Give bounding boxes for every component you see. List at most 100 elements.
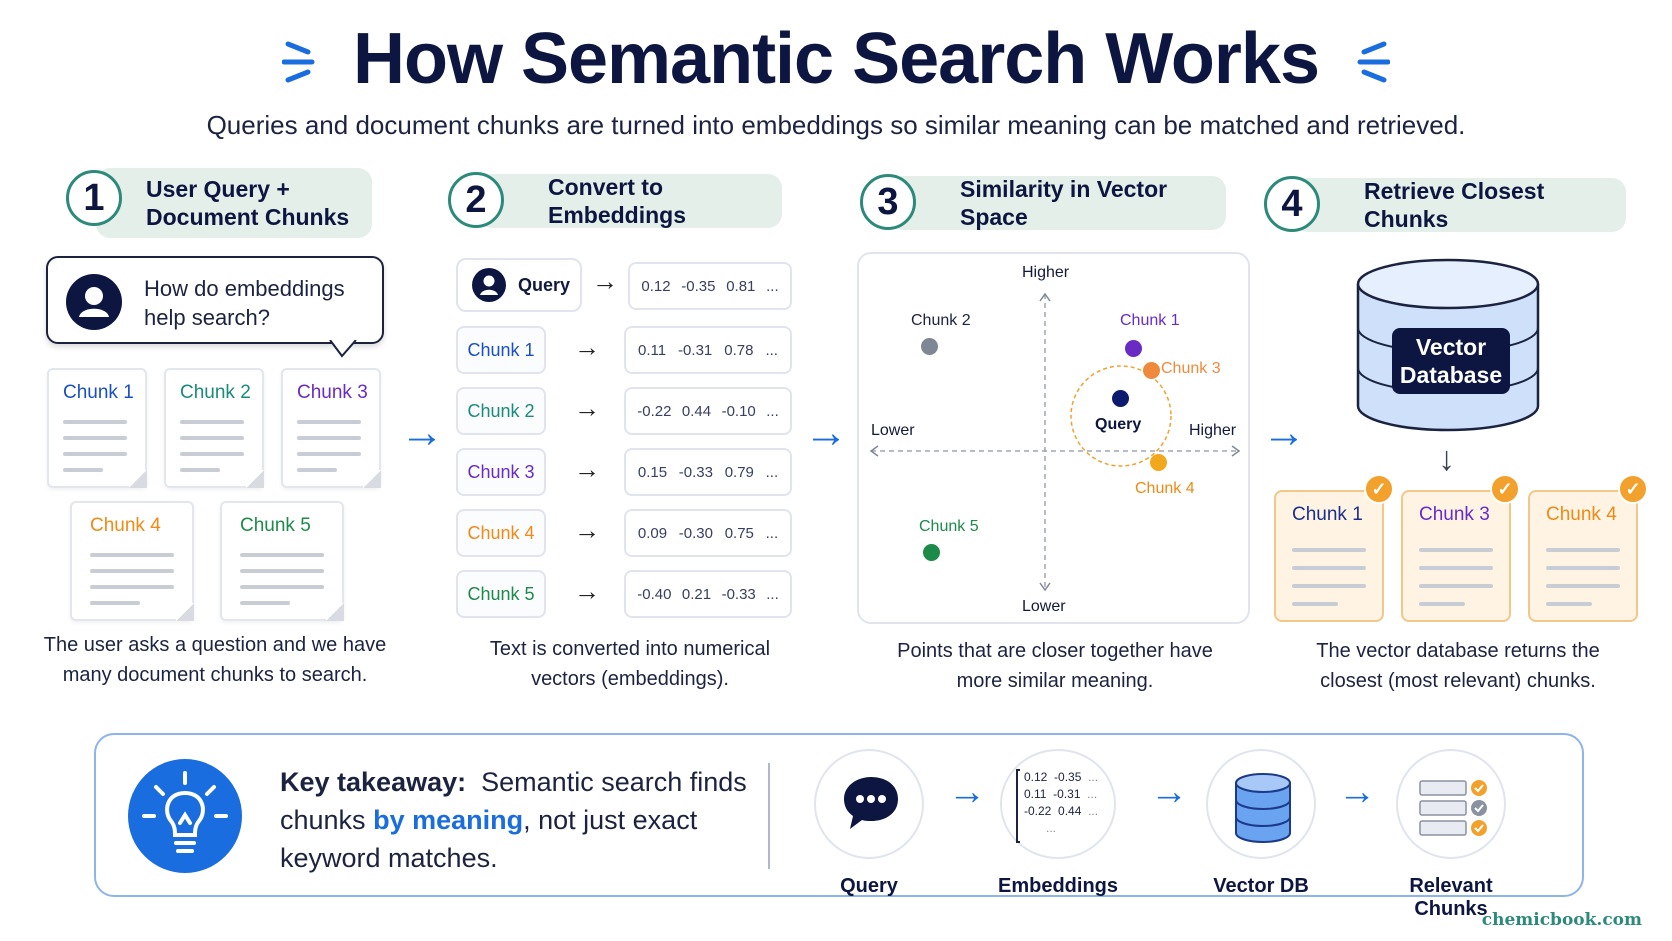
user-avatar-icon <box>472 268 506 302</box>
flow-relevant-label: Relevant Chunks <box>1409 875 1493 920</box>
query-text-line2: help search? <box>144 305 270 330</box>
flow-embeddings-circle: 0.12 -0.35 ... 0.11 -0.31 ... -0.22 0.44… <box>1000 749 1116 859</box>
query-bubble: How do embeddings help search? <box>46 256 384 344</box>
retrieved-chunk-1: Chunk 1 <box>1274 490 1384 622</box>
flow-vectordb-circle <box>1206 749 1316 859</box>
point-chunk-3 <box>1143 362 1160 379</box>
retrieved-chunk-label: Chunk 3 <box>1419 504 1490 525</box>
right-decoration-icon <box>1357 41 1390 83</box>
embed-chunk-1: Chunk 1 <box>456 326 546 374</box>
arrow-icon: → <box>574 332 600 362</box>
takeaway-highlight: by meaning <box>373 805 524 835</box>
point-label-chunk-1: Chunk 1 <box>1120 312 1180 329</box>
arrow-right-icon: → <box>1262 408 1306 457</box>
watermark-text: chemicbook.com <box>1481 910 1642 930</box>
chunk-doc-3: Chunk 3 <box>281 368 381 488</box>
step-4-title: Retrieve Closest Chunks <box>1364 178 1545 232</box>
flow-embeddings-label: Embeddings <box>997 875 1118 897</box>
arrow-icon: → <box>574 515 600 545</box>
step-4-number: 4 <box>1264 176 1320 232</box>
x-axis-left-label: Lower <box>871 422 915 439</box>
takeaway-heading: Key takeaway: <box>280 767 467 797</box>
point-label-chunk-5: Chunk 5 <box>919 518 979 535</box>
key-takeaway-panel: Key takeaway: Semantic search finds chun… <box>94 733 1584 920</box>
arrow-down-icon: ↓ <box>1438 440 1455 478</box>
lightbulb-icon <box>128 759 242 873</box>
step-2-title: Convert to Embeddings <box>548 174 687 228</box>
step-3-header: Similarity in Vector Space <box>890 176 1226 230</box>
step-4-header: Retrieve Closest Chunks <box>1294 178 1626 232</box>
check-icon: ✓ <box>1618 474 1648 504</box>
retrieved-chunk-3: Chunk 3 <box>1401 490 1511 622</box>
check-icon: ✓ <box>1364 474 1394 504</box>
arrow-icon: → <box>592 266 618 296</box>
step-3-title: Similarity in Vector Space <box>960 176 1168 230</box>
x-axis-right-label: Higher <box>1189 422 1237 439</box>
arrow-right-icon: → <box>400 408 444 457</box>
point-chunk-4 <box>1150 454 1167 471</box>
mini-vectors: 0.12 -0.35 ... 0.11 -0.31 ... -0.22 0.44… <box>1024 770 1099 835</box>
point-chunk-1 <box>1125 340 1142 357</box>
check-icon: ✓ <box>1490 474 1520 504</box>
flow-vectordb-label: Vector DB <box>1213 875 1309 897</box>
page-title: How Semantic Search Works <box>352 19 1320 99</box>
chunk-doc-label: Chunk 1 <box>63 382 134 403</box>
bubble-tail <box>329 340 357 358</box>
point-query <box>1112 390 1129 407</box>
chunk-doc-2: Chunk 2 <box>164 368 264 488</box>
step-2-header: Convert to Embeddings <box>478 174 782 228</box>
retrieved-chunk-label: Chunk 1 <box>1292 504 1363 525</box>
arrow-right-icon: → <box>1338 771 1376 813</box>
embed-chunk-4: Chunk 4 <box>456 509 546 557</box>
y-axis-top-label: Higher <box>1022 264 1070 281</box>
flow-query-circle <box>814 749 924 859</box>
embed-chunk-5: Chunk 5 <box>456 570 546 618</box>
retrieved-chunk-4: Chunk 4 <box>1528 490 1638 622</box>
query-text-line1: How do embeddings <box>144 276 345 301</box>
bracket-icon <box>1016 769 1020 843</box>
retrieved-chunk-label: Chunk 4 <box>1546 504 1617 525</box>
chunk-doc-label: Chunk 4 <box>90 515 161 536</box>
arrow-right-icon: → <box>804 408 848 457</box>
step-1-title-line1: User Query + <box>146 176 290 202</box>
point-chunk-5 <box>923 544 940 561</box>
embed-chunk-2: Chunk 2 <box>456 387 546 435</box>
chunk-doc-label: Chunk 2 <box>180 382 251 403</box>
left-decoration-icon <box>282 41 315 83</box>
step-1-title-line2: Document Chunks <box>146 204 350 230</box>
arrow-icon: → <box>574 454 600 484</box>
checklist-icon <box>1419 780 1487 836</box>
arrow-right-icon: → <box>1150 771 1188 813</box>
flow-relevant-circle <box>1396 749 1506 859</box>
flow-query-label: Query <box>840 875 898 897</box>
database-icon <box>1235 773 1291 843</box>
chunk-doc-5: Chunk 5 <box>220 501 344 621</box>
step-3-number: 3 <box>860 174 916 230</box>
step-2-number: 2 <box>448 172 504 228</box>
user-avatar-icon <box>66 274 122 330</box>
takeaway-text: Key takeaway: Semantic search finds chun… <box>280 767 747 873</box>
point-chunk-2 <box>921 338 938 355</box>
arrow-icon: → <box>574 576 600 606</box>
embed-chunk-3: Chunk 3 <box>456 448 546 496</box>
chunk-doc-label: Chunk 5 <box>240 515 311 536</box>
plot-axes <box>869 292 1241 592</box>
chat-bubble-icon <box>844 777 898 829</box>
chunk-doc-1: Chunk 1 <box>47 368 147 488</box>
vector-space-plot: Higher Lower Lower Higher Chunk 2 Chunk … <box>857 252 1250 624</box>
point-label-chunk-4: Chunk 4 <box>1135 480 1195 497</box>
point-label-query: Query <box>1095 416 1142 433</box>
chunk-doc-4: Chunk 4 <box>70 501 194 621</box>
arrow-right-icon: → <box>948 771 986 813</box>
y-axis-bottom-label: Lower <box>1022 598 1066 615</box>
